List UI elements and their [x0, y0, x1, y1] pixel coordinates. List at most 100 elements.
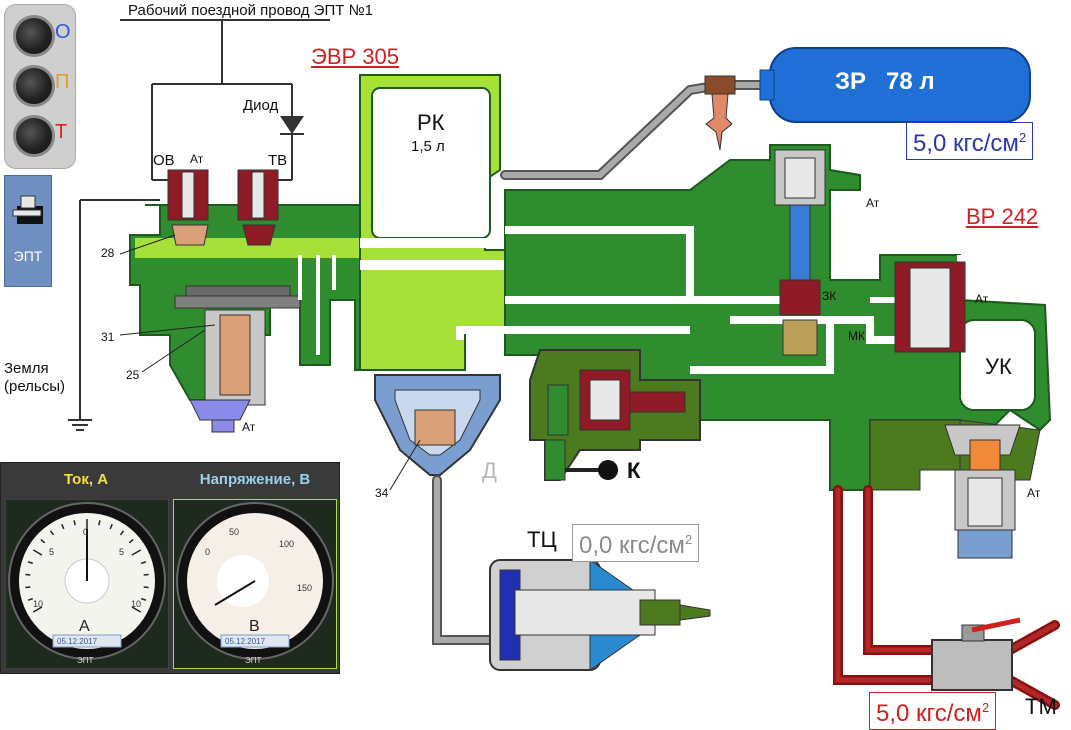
wire-title: Рабочий поездной провод ЭПТ №1	[128, 2, 374, 19]
voltage-gauge-title: Напряжение, В	[199, 471, 311, 488]
zr-label: ЗР 78 л	[835, 68, 935, 95]
tick-label: 0	[83, 527, 88, 537]
indicator-lamp-panel: О П Т	[4, 4, 76, 169]
zr-pressure-value: 5,0 кгс/см	[913, 130, 1019, 157]
gauge-brand: ЭПТ	[77, 656, 94, 665]
gauge-tick	[128, 538, 134, 544]
gauge-date: 05.12.2017	[225, 637, 266, 646]
pipes	[432, 80, 1060, 710]
k-label: К	[627, 458, 641, 483]
tick-label: 100	[279, 539, 294, 549]
release-valve-block	[529, 349, 701, 481]
unit-exponent: 2	[684, 532, 693, 547]
tick-label: 5	[49, 547, 54, 557]
gauge-tick	[140, 597, 147, 601]
gauge-tick	[32, 606, 43, 613]
uk-valve	[944, 424, 1021, 559]
tm-pressure-box: 5,0 кгс/см2	[869, 692, 997, 730]
tc-label: ТЦ	[527, 527, 557, 552]
d-label: Д	[482, 458, 497, 483]
relay-chamber	[374, 374, 501, 476]
ept-toggle-button[interactable]: ЭПТ	[4, 175, 52, 287]
at-label: Ат	[242, 420, 256, 434]
leader-lines	[119, 234, 421, 491]
gauge-tick	[98, 520, 101, 526]
gauge-tick	[49, 530, 55, 536]
gauge-tick	[27, 597, 34, 601]
gauge-panel: Ток, А Напряжение, В 10 5 0 5 10 А 05.12…	[0, 462, 340, 674]
gauge-tick	[40, 538, 46, 544]
gauge-header-current: Ток, А	[3, 465, 169, 495]
vr-title: ВР 242	[966, 204, 1039, 229]
gauge-tick	[140, 561, 147, 565]
gauge-tick	[131, 549, 142, 556]
gauge-tick	[119, 530, 125, 536]
tm-valve	[931, 617, 1021, 691]
gauge-needle	[214, 580, 256, 606]
part-number: 34	[375, 486, 389, 500]
gauge-tick	[61, 524, 65, 530]
ground-label: Земля (рельсы)	[4, 360, 66, 395]
rk-chamber	[359, 74, 506, 371]
current-gauge: 10 5 0 5 10 А 05.12.2017 ЭПТ	[5, 499, 169, 669]
tc-pressure-value: 0,0 кгс/см	[579, 532, 685, 559]
zr-pressure-box: 5,0 кгс/см2	[906, 122, 1034, 160]
mk-label: МК	[848, 329, 865, 343]
at-label: Ат	[866, 196, 880, 210]
part-number: 28	[101, 246, 115, 260]
at-label: Ат	[975, 292, 989, 306]
gauge-header-voltage: Напряжение, В	[172, 465, 338, 495]
unit-exponent: 2	[981, 700, 990, 715]
part-number: 25	[126, 368, 140, 382]
tick-label: 0	[205, 547, 210, 557]
lamp-t-icon	[13, 115, 55, 157]
gauge-tick	[143, 573, 149, 576]
evr305-body	[129, 169, 371, 433]
gauge-unit-letter: В	[249, 618, 260, 635]
brake-cylinder	[489, 559, 711, 671]
ground-symbol	[68, 419, 92, 431]
rk-label: РК	[417, 110, 445, 135]
rk-volume: 1,5 л	[411, 138, 445, 155]
lamp-letter-p: П	[55, 71, 70, 93]
current-gauge-title: Ток, А	[63, 471, 109, 488]
gauge-tick	[25, 586, 31, 589]
at-label: Ат	[190, 152, 204, 166]
tm-pressure-value: 5,0 кгс/см	[876, 700, 982, 727]
gauge-date: 05.12.2017	[57, 637, 98, 646]
part-number: 31	[101, 330, 115, 344]
voltage-gauge: 0 50 100 150 В 05.12.2017 ЭПТ	[173, 499, 337, 669]
evr-title: ЭВР 305	[311, 44, 399, 69]
gauge-tick	[25, 573, 31, 576]
lamp-o-icon	[13, 15, 55, 57]
tick-label: 50	[229, 527, 239, 537]
gauge-tick	[27, 561, 34, 565]
unit-exponent: 2	[1018, 130, 1027, 145]
tick-label: 5	[119, 547, 124, 557]
lamp-letter-o: О	[55, 21, 71, 43]
gauge-tick	[73, 520, 76, 526]
tv-label: ТВ	[268, 152, 288, 169]
lamp-letter-t: Т	[55, 121, 68, 143]
gauge-tick	[109, 524, 113, 530]
tick-label: 150	[297, 583, 312, 593]
ept-button-label: ЭПТ	[13, 248, 43, 264]
tick-label: 10	[131, 599, 141, 609]
gauge-tick	[143, 586, 149, 589]
tc-pressure-box: 0,0 кгс/см2	[572, 524, 700, 562]
tick-label: 10	[33, 599, 43, 609]
zk-label: ЗК	[822, 289, 837, 303]
lamp-p-icon	[13, 65, 55, 107]
diode-symbol	[280, 116, 304, 135]
gauge-unit-letter: А	[79, 618, 90, 635]
gauge-tick	[131, 606, 142, 613]
gauge-tick	[32, 549, 43, 556]
diode-label: Диод	[243, 97, 279, 114]
switch-icon	[12, 195, 43, 224]
at-label: Ат	[1027, 486, 1041, 500]
ov-label: ОВ	[153, 152, 175, 169]
uk-label: УК	[985, 354, 1012, 379]
gauge-brand: ЭПТ	[245, 656, 262, 665]
zr-reservoir	[704, 47, 1031, 151]
